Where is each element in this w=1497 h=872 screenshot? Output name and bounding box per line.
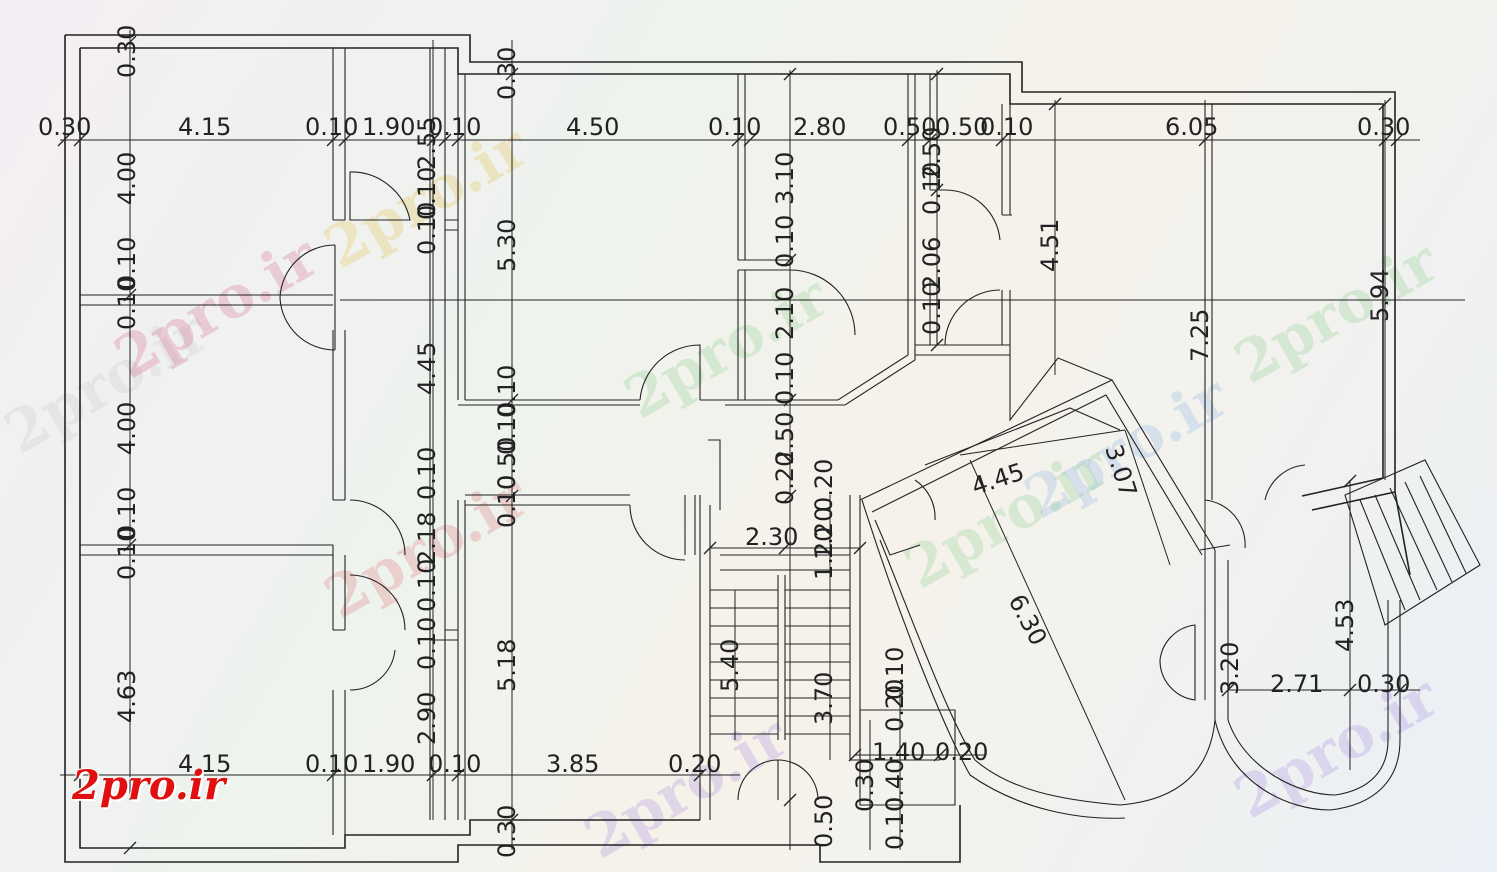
- dim-label: 1.40: [872, 738, 925, 766]
- dim-label: 4.45: [413, 342, 441, 395]
- dim-label: 1.20: [810, 507, 838, 560]
- dim-label: 5.40: [716, 639, 744, 692]
- watermark: 2pro.ir: [613, 262, 840, 433]
- dim-label: 4.51: [1036, 219, 1064, 272]
- dim-label: 0.50: [935, 113, 988, 141]
- dim-label: 0.20: [810, 459, 838, 512]
- dim-label: 0.50: [883, 113, 936, 141]
- dim-label: 3.85: [546, 750, 599, 778]
- dim-label: 0.10: [413, 559, 441, 612]
- interior-stair: [710, 554, 850, 740]
- dim-label: 1.90: [362, 750, 415, 778]
- dim-label: 0.10: [918, 162, 946, 215]
- dim-label: 0.10: [305, 113, 358, 141]
- dim-label: 3.70: [810, 672, 838, 725]
- dim-label: 4.63: [113, 670, 141, 723]
- dim-label: 0.20: [771, 452, 799, 505]
- dim-label: 0.10: [771, 215, 799, 268]
- dim-label: 0.10: [708, 113, 761, 141]
- watermark: 2pro.ir: [573, 702, 800, 872]
- dim-label: 0.10: [771, 352, 799, 405]
- dim-label: 1.90: [362, 113, 415, 141]
- dimension-labels: 0.30 4.15 0.10 1.90 0.10 4.50 0.10 2.80 …: [38, 25, 1410, 858]
- watermark: 2pro.ir: [1223, 227, 1450, 398]
- dim-label: 2.50: [771, 412, 799, 465]
- dim-label: 4.53: [1331, 599, 1359, 652]
- dim-label: 0.30: [851, 759, 879, 812]
- dim-label: 0.10: [113, 487, 141, 540]
- dim-label: 0.30: [1357, 113, 1410, 141]
- dim-label: 2.06: [918, 237, 946, 290]
- dim-label: 2.55: [413, 117, 441, 170]
- dim-label: 2.30: [745, 523, 798, 551]
- dim-label: 4.50: [566, 113, 619, 141]
- dim-label: 2.18: [413, 512, 441, 565]
- dim-label: 4.00: [113, 402, 141, 455]
- dim-label: 0.10: [493, 365, 521, 418]
- watermark: 2pro.ir: [1223, 662, 1450, 833]
- exterior-stair: [1344, 459, 1481, 626]
- dim-label: 0.10: [113, 277, 141, 330]
- dim-label: 0.30: [493, 805, 521, 858]
- dim-label: 2.90: [413, 692, 441, 745]
- dim-label: 0.50: [810, 795, 838, 848]
- dim-label: 0.50: [493, 437, 521, 490]
- dim-label: 0.10: [881, 647, 909, 700]
- dim-label: 0.40: [881, 759, 909, 812]
- site-logo: 2pro.ir: [72, 762, 226, 809]
- dim-label: 0.10: [918, 282, 946, 335]
- dim-label: 2.50: [918, 127, 946, 180]
- dim-label: 7.25: [1186, 309, 1214, 362]
- dim-label: 0.10: [113, 237, 141, 290]
- dim-label: 0.10: [413, 617, 441, 670]
- dim-label: 0.10: [428, 113, 481, 141]
- dim-label: 6.05: [1165, 113, 1218, 141]
- dim-label: 0.20: [935, 738, 988, 766]
- dim-label: 0.10: [413, 447, 441, 500]
- dim-label: 0.20: [668, 750, 721, 778]
- dim-label: 0.10: [881, 797, 909, 850]
- dim-label: 2.10: [771, 287, 799, 340]
- dim-label: 0.30: [38, 113, 91, 141]
- angled-room: [859, 379, 1401, 819]
- dimension-ticks: [57, 35, 1407, 855]
- dim-label: 4.15: [178, 750, 231, 778]
- dim-label: 0.20: [881, 679, 909, 732]
- dim-label: 6.30: [1003, 590, 1053, 650]
- dim-label: 0.30: [1357, 670, 1410, 698]
- dim-label: 2.80: [793, 113, 846, 141]
- dim-label: 0.10: [493, 475, 521, 528]
- dim-label: 3.20: [1216, 642, 1244, 695]
- dim-label: 4.00: [113, 152, 141, 205]
- doors: [279, 171, 1306, 801]
- dim-label: 1.20: [810, 527, 838, 580]
- dim-label: 5.94: [1366, 269, 1394, 322]
- dim-label: 0.10: [980, 113, 1033, 141]
- dim-label: 2.71: [1270, 670, 1323, 698]
- dim-label: 0.30: [113, 25, 141, 78]
- dim-label: 0.30: [493, 47, 521, 100]
- dimension-lines: [60, 30, 1465, 850]
- dim-label: 3.10: [771, 152, 799, 205]
- dim-label: 5.30: [493, 219, 521, 272]
- dim-label: 0.10: [413, 202, 441, 255]
- dim-label: 0.10: [305, 750, 358, 778]
- dim-label: 0.10: [113, 527, 141, 580]
- dim-label: 0.10: [428, 750, 481, 778]
- dim-label: 0.10: [413, 167, 441, 220]
- dim-label: 4.15: [178, 113, 231, 141]
- dim-label: 0.10: [493, 402, 521, 455]
- dim-label: 5.18: [493, 639, 521, 692]
- interior-walls: [80, 48, 1213, 835]
